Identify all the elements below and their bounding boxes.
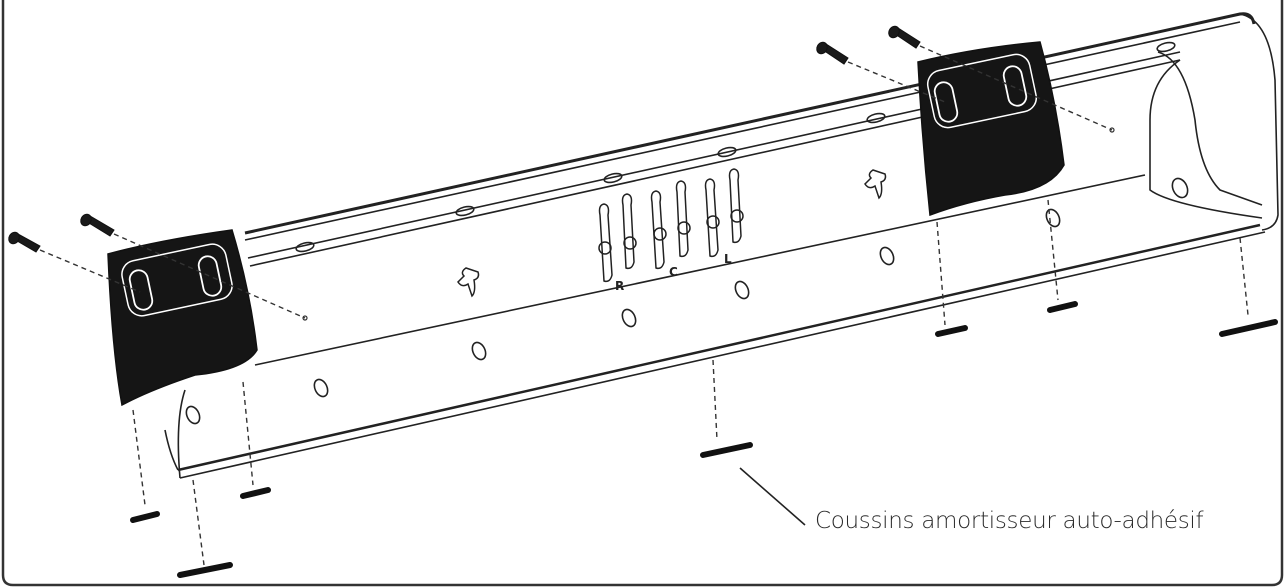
callout-leader <box>739 467 806 526</box>
end-cap-right <box>917 41 1065 217</box>
clip-label-r: R <box>615 279 624 293</box>
end-cap-left <box>107 229 258 407</box>
wall-mount-bracket <box>164 12 1279 479</box>
keyhole-icon <box>457 169 887 298</box>
adhesive-pads <box>130 301 1278 578</box>
caption-adhesive-pads: Coussins amortisseur auto-adhésif <box>815 508 1204 534</box>
cable-clips <box>598 168 744 283</box>
slot-holes <box>185 41 1189 425</box>
mounting-screws <box>8 25 1249 566</box>
clip-label-c: C <box>669 265 678 279</box>
clip-label-l: L <box>724 252 732 266</box>
